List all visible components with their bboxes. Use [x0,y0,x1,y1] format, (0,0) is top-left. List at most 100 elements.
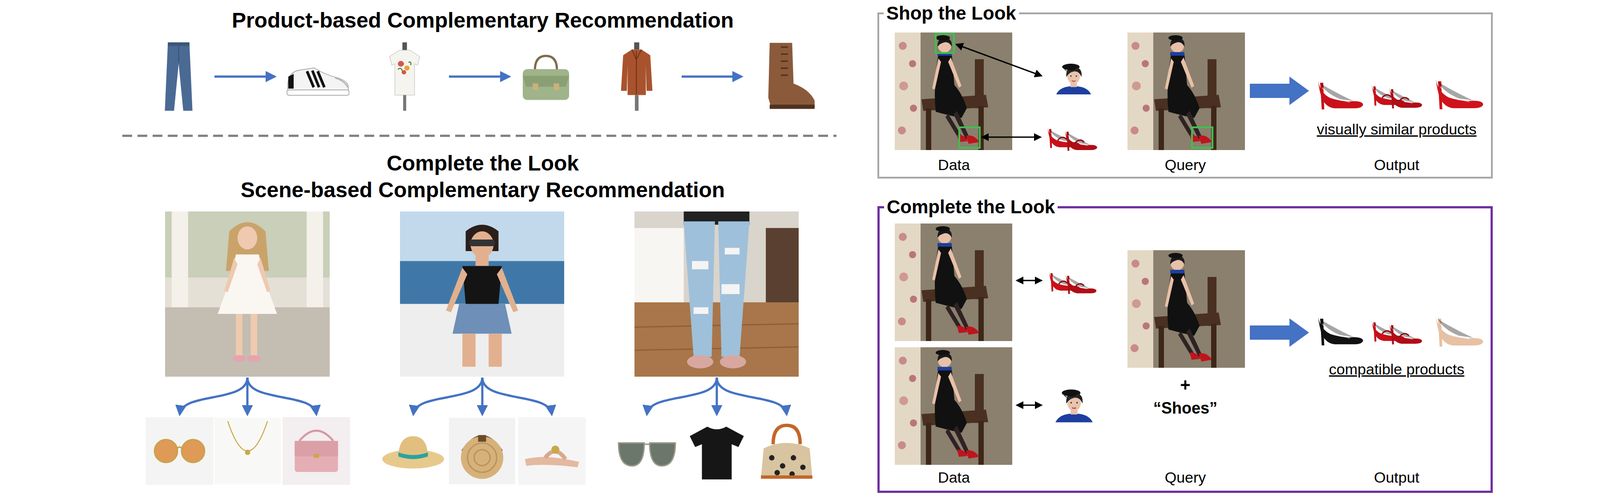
necklace-product [227,420,268,451]
dotted-bag-product [800,464,806,470]
handbag-product [522,75,570,87]
boot-product [769,104,815,109]
scene-photo [452,303,512,334]
scene-photo [462,265,502,304]
scene-photo [257,257,271,293]
ctl-panel-art [1435,316,1483,347]
ctl-panel-art [1249,318,1310,347]
branch-arrow [716,377,787,414]
scene-photo [496,267,519,312]
jacket-product [621,42,653,111]
aviator-product [613,416,681,485]
aviator-product [613,416,681,485]
scene-photo [400,260,565,304]
column-label: Data [937,156,970,174]
scene-photo [306,211,324,311]
sneaker-product [286,68,350,96]
shop-panel-art [1046,62,1101,95]
scene-photo [232,355,247,362]
sneaker-product [287,68,349,92]
sandal-product [551,445,560,454]
sunglasses-product [145,416,214,485]
scene-photo [400,211,565,377]
basket-bag-product [460,436,504,479]
scene-photo [686,355,714,369]
scene-photo [250,313,258,357]
bag-product [294,440,338,472]
shop-panel-art [1371,84,1423,109]
sandal-product [518,416,586,485]
aviator-product [644,443,650,445]
dotted-bag-product [752,416,821,485]
handbag-product [522,55,570,100]
shop-panel-art [956,44,1042,76]
ctl-panel-art [1371,320,1423,345]
scene-photo [475,255,489,266]
jacket-product [621,42,653,111]
ctl-panel-art [1127,250,1245,368]
sneaker-product [335,77,348,88]
dotted-bag-product [752,416,821,485]
tee-product [404,65,410,71]
shop-panel-art [1318,80,1364,110]
jacket-product [634,42,640,50]
scene-photo [634,211,799,377]
ctl-panel-art [1044,387,1104,423]
tee-product [389,50,421,96]
dotted-bag-product [768,454,775,461]
shop-panel-art [935,33,954,53]
shop-panel-art [1047,127,1098,151]
column-label: Output [1373,156,1420,174]
shop-panel-art [1127,32,1245,150]
scene-photo [235,313,243,357]
panel-title: Complete the Look [884,196,1058,218]
necklace-product [214,417,281,485]
basket-bag-product [448,417,516,485]
shop-panel-art [982,136,1041,138]
aviator-product [613,416,681,485]
aviator-product [618,442,645,466]
jeans-product [164,42,193,111]
scene-photo [634,211,799,377]
scene-photo [400,211,565,377]
dotted-bag-product [760,442,813,478]
jacket-product [631,49,642,60]
handbag-product [522,55,570,100]
dotted-bag-product [752,416,821,485]
sunglasses-product [181,439,205,463]
bag-product [299,430,334,441]
jacket-product [635,50,637,95]
scene-photo [165,211,330,377]
column-label: Data [937,468,970,486]
scene-photo [165,307,330,377]
necklace-product [245,449,251,455]
basket-bag-product [448,417,516,485]
scene-photo [165,211,330,377]
tee-product [682,416,751,485]
jeans-product [178,46,180,63]
scene-photo [171,211,189,311]
tee-product [389,42,421,111]
handbag-product [553,83,559,90]
scene-photo [634,211,799,377]
boot-product [768,42,815,108]
bag-product [313,453,320,458]
jacket-product [621,49,653,95]
scene-photo [724,247,740,255]
boot-product [768,42,815,109]
tee-product [397,60,405,67]
shop-panel-art [1191,127,1213,148]
flow-arrow [448,75,510,78]
necklace-product [214,417,281,485]
aviator-product [649,442,676,466]
bag-product [282,416,351,485]
section-heading: Product-based Complementary Recommendati… [231,8,734,33]
scene-photo [237,226,258,250]
scene-photo [719,355,747,369]
panel-box: Shop the LookDataQueryOutputvisually sim… [877,12,1493,179]
scene-photo [224,257,238,293]
basket-bag-product [478,434,487,442]
scene-photo [488,333,502,367]
jeans-product [167,42,190,46]
handbag-product [532,83,538,90]
